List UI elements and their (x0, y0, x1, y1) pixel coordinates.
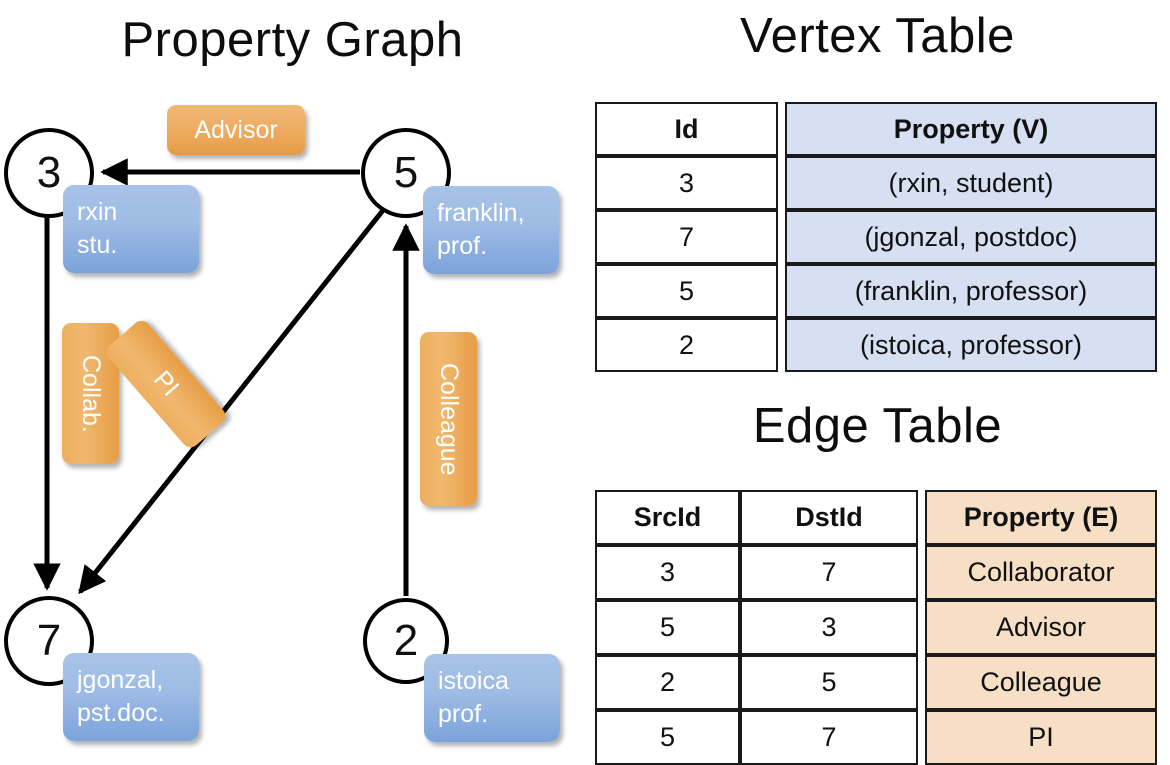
edge-header-dstid: DstId (740, 490, 918, 545)
vertex-property-line1: jgonzal, (77, 666, 164, 694)
edge-label-text: Collab. (77, 354, 105, 433)
edge-cell-srcid: 5 (595, 710, 740, 765)
edge-header-srcid: SrcId (595, 490, 740, 545)
edge-label-collab: Collab. (62, 323, 119, 464)
edge-label-text: PI (148, 365, 185, 402)
vertex-property-line1: franklin, (437, 199, 525, 227)
edge-cell-dstid: 7 (740, 710, 918, 765)
edge-cell-property: Advisor (925, 600, 1157, 655)
table-row: 5 7 PI (595, 710, 1157, 765)
table-header-row: Id Property (V) (595, 102, 1157, 156)
vertex-property-box-3: rxin stu. (63, 185, 199, 273)
edge-table: SrcId DstId Property (E) 3 7 Collaborato… (595, 490, 1157, 765)
page-title-vertex-table: Vertex Table (740, 9, 1015, 63)
graph-node-2[interactable]: 2 (363, 598, 449, 684)
column-separator (778, 102, 785, 156)
vertex-cell-id: 3 (595, 156, 778, 210)
vertex-property-line2: prof. (438, 699, 489, 728)
vertex-cell-property: (rxin, student) (785, 156, 1157, 210)
edge-cell-srcid: 5 (595, 600, 740, 655)
vertex-table: Id Property (V) 3 (rxin, student) 7 (jgo… (595, 102, 1157, 372)
vertex-property-box-7: jgonzal, pst.doc. (63, 653, 199, 741)
table-row: 2 (istoica, professor) (595, 318, 1157, 372)
column-separator (918, 600, 925, 655)
column-separator (778, 318, 785, 372)
vertex-property-line2: prof. (437, 231, 488, 260)
page-title-edge-table: Edge Table (752, 399, 1003, 453)
edge-cell-dstid: 5 (740, 655, 918, 710)
column-separator (778, 210, 785, 264)
table-row: 2 5 Colleague (595, 655, 1157, 710)
table-row: 7 (jgonzal, postdoc) (595, 210, 1157, 264)
column-separator (918, 490, 925, 545)
column-separator (778, 264, 785, 318)
edge-label-text: Colleague (435, 362, 463, 476)
vertex-header-property: Property (V) (785, 102, 1157, 156)
edge-cell-property: Colleague (925, 655, 1157, 710)
column-separator (918, 655, 925, 710)
vertex-property-line2: stu. (77, 230, 118, 259)
vertex-header-id: Id (595, 102, 778, 156)
vertex-cell-property: (franklin, professor) (785, 264, 1157, 318)
graph-node-5[interactable]: 5 (361, 128, 451, 218)
vertex-cell-id: 2 (595, 318, 778, 372)
vertex-property-line2: pst.doc. (77, 698, 165, 727)
column-separator (778, 156, 785, 210)
edge-cell-property: PI (925, 710, 1157, 765)
graph-edges-svg (33, 158, 420, 596)
table-row: 3 (rxin, student) (595, 156, 1157, 210)
vertex-cell-property: (istoica, professor) (785, 318, 1157, 372)
table-row: 3 7 Collaborator (595, 545, 1157, 600)
table-row: 5 3 Advisor (595, 600, 1157, 655)
edge-header-property: Property (E) (925, 490, 1157, 545)
edge-cell-dstid: 3 (740, 600, 918, 655)
edge-cell-srcid: 3 (595, 545, 740, 600)
edge-label-text: Advisor (194, 115, 278, 144)
table-row: 5 (franklin, professor) (595, 264, 1157, 318)
edge-label-colleague: Colleague (420, 332, 477, 506)
vertex-property-box-5: franklin, prof. (423, 186, 559, 274)
edge-cell-dstid: 7 (740, 545, 918, 600)
vertex-cell-id: 5 (595, 264, 778, 318)
table-header-row: SrcId DstId Property (E) (595, 490, 1157, 545)
vertex-cell-id: 7 (595, 210, 778, 264)
vertex-cell-property: (jgonzal, postdoc) (785, 210, 1157, 264)
vertex-property-line1: istoica (438, 667, 509, 695)
vertex-property-line1: rxin (77, 198, 118, 226)
vertex-property-box-2: istoica prof. (424, 654, 560, 742)
edge-cell-srcid: 2 (595, 655, 740, 710)
edge-5-to-7 (78, 207, 386, 595)
property-graph-panel: Property Graph 3 5 7 2 rxin stu. fr (0, 0, 585, 760)
edge-cell-property: Collaborator (925, 545, 1157, 600)
column-separator (918, 710, 925, 765)
column-separator (918, 545, 925, 600)
edge-label-advisor: Advisor (167, 105, 305, 155)
page-title-property-graph: Property Graph (121, 13, 464, 67)
